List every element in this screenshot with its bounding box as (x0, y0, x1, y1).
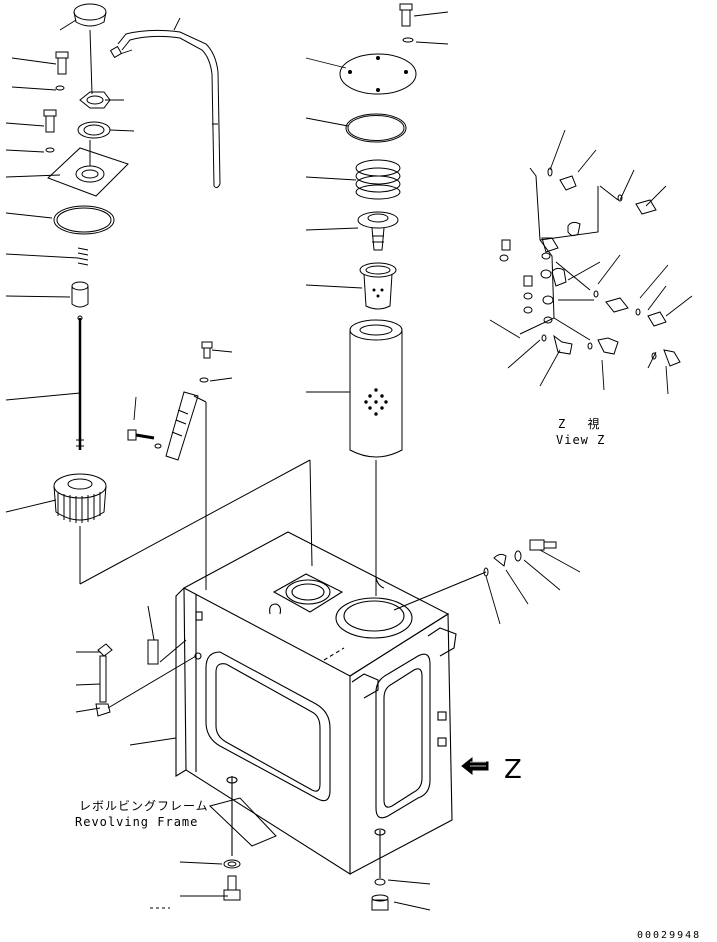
elbow-fitting (95, 643, 113, 717)
breather-body (79, 91, 111, 109)
bracket-bolt (199, 341, 213, 383)
gasket-ring-small (77, 121, 111, 139)
drawing-number: 00029948 (637, 930, 702, 941)
dipstick-rod (76, 315, 84, 450)
sight-gauge-panel (107, 605, 197, 709)
view-direction-arrow-icon (461, 756, 489, 776)
drain-plug-right (371, 878, 389, 911)
breather-cap (73, 3, 107, 95)
spring-small (77, 247, 89, 266)
view-direction-letter: Z (504, 755, 522, 785)
sensor-bolt (127, 429, 162, 449)
o-ring-large (53, 205, 115, 235)
mounting-bolt-right (393, 539, 557, 611)
suction-strainer (53, 459, 313, 585)
top-bolt-1 (55, 51, 69, 75)
cover-o-ring (345, 113, 407, 143)
breather-tube (109, 29, 221, 189)
bushing (71, 281, 89, 308)
top-bolt-center (399, 3, 414, 43)
bypass-spring (355, 159, 401, 200)
leader-lines-center (119, 11, 449, 421)
filter-cover (339, 53, 417, 95)
washer-1 (55, 85, 65, 91)
drain-bolt (223, 859, 241, 901)
leader-lines-left (5, 19, 228, 909)
top-bolt-2 (43, 109, 57, 133)
bypass-valve (357, 211, 399, 251)
filter-element (349, 319, 403, 596)
leader-lines-right (387, 129, 693, 911)
revolving-frame-label-en: Revolving Frame (75, 815, 199, 829)
filter-case (359, 262, 397, 310)
frame-plate (209, 797, 277, 847)
view-z-title: Z 視 (558, 417, 601, 431)
sensor-bracket (165, 391, 207, 590)
washer-2 (45, 147, 55, 153)
breather-flange (47, 140, 129, 197)
view-z-detail (499, 167, 681, 367)
revolving-frame-label-jp: レボルビングフレーム (79, 799, 209, 813)
view-z-subtitle: View Z (556, 433, 606, 447)
hydraulic-tank (175, 531, 457, 878)
